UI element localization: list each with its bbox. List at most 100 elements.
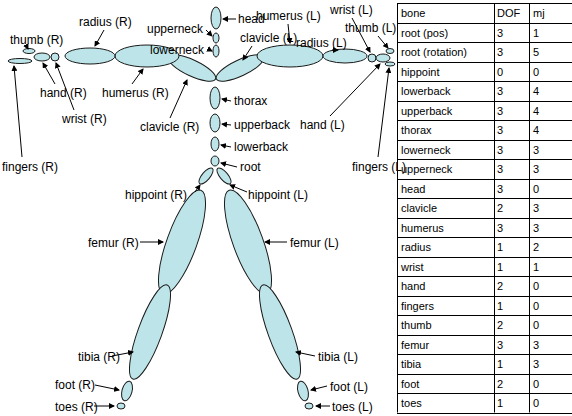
table-cell: foot: [401, 378, 419, 391]
table-cell: 3: [533, 222, 539, 235]
table-header: DOF: [497, 7, 520, 20]
table-header: mj: [533, 7, 545, 20]
bone-label: toes (L): [332, 400, 373, 414]
table-rule: [397, 374, 572, 375]
table-cell: 1: [533, 261, 539, 274]
bone-label: tibia (R): [78, 350, 120, 364]
table-rule: [397, 3, 398, 413]
table-cell: 3: [497, 144, 503, 157]
table-cell: thorax: [401, 124, 432, 137]
table-cell: upperback: [401, 105, 452, 118]
bone-label: toes (R): [55, 400, 98, 414]
bone-label: humerus (R): [102, 86, 169, 100]
table-rule: [529, 3, 530, 413]
table-cell: 3: [497, 27, 503, 40]
table-cell: 0: [533, 66, 539, 79]
bone-label: upperback: [234, 118, 290, 132]
bone-label: humerus (L): [256, 9, 321, 23]
table-cell: 0: [533, 300, 539, 313]
bone-label: radius (L): [296, 36, 347, 50]
table-cell: 4: [533, 124, 539, 137]
table-cell: 0: [533, 397, 539, 410]
table-rule: [397, 120, 572, 121]
table-cell: 3: [497, 339, 503, 352]
table-cell: thumb: [401, 319, 432, 332]
table-cell: 1: [497, 397, 503, 410]
table-cell: lowerback: [401, 85, 451, 98]
table-rule: [397, 315, 572, 316]
table-cell: 0: [533, 319, 539, 332]
bone-label: hippoint (L): [248, 188, 308, 202]
table-rule: [397, 42, 572, 43]
table-cell: 1: [497, 300, 503, 313]
table-cell: tibia: [401, 358, 421, 371]
bones: [8, 7, 395, 409]
table-cell: 3: [497, 163, 503, 176]
bone-label: hand (L): [300, 118, 345, 132]
table-cell: 2: [497, 319, 503, 332]
table-cell: 4: [533, 105, 539, 118]
bone-label: root: [240, 160, 261, 174]
table-cell: humerus: [401, 222, 444, 235]
table-cell: femur: [401, 339, 429, 352]
table-cell: 3: [497, 46, 503, 59]
table-cell: root (rotation): [401, 46, 467, 59]
table-cell: 3: [533, 358, 539, 371]
table-cell: 3: [497, 124, 503, 137]
bone-label: upperneck: [147, 22, 203, 36]
table-cell: radius: [401, 241, 431, 254]
table-cell: lowerneck: [401, 144, 451, 157]
table-rule: [397, 257, 572, 258]
table-rule: [397, 198, 572, 199]
bone-label: clavicle (R): [140, 120, 199, 134]
table-cell: fingers: [401, 300, 434, 313]
table-cell: 3: [533, 144, 539, 157]
table-cell: 2: [533, 241, 539, 254]
bone-label: femur (R): [88, 236, 139, 250]
bone-label: clavicle (L): [240, 31, 297, 45]
table-rule: [397, 218, 572, 219]
table-cell: clavicle: [401, 202, 437, 215]
table-cell: 1: [533, 27, 539, 40]
table-rule: [397, 354, 572, 355]
table-rule: [397, 101, 572, 102]
table-rule: [397, 276, 572, 277]
leader-lines: [14, 18, 389, 406]
table-cell: 1: [497, 241, 503, 254]
table-cell: root (pos): [401, 27, 448, 40]
bone-label: thumb (R): [10, 33, 63, 47]
table-rule: [397, 140, 572, 141]
table-cell: 3: [497, 105, 503, 118]
bone-label: hippoint (R): [125, 188, 187, 202]
table-cell: hand: [401, 280, 425, 293]
table-rule: [397, 335, 572, 336]
table-cell: 3: [497, 183, 503, 196]
bone-label: foot (L): [330, 380, 368, 394]
table-rule: [397, 3, 572, 4]
table-cell: 2: [497, 280, 503, 293]
table-cell: 0: [533, 280, 539, 293]
bone-label: lowerneck: [150, 43, 204, 57]
table-rule: [494, 3, 495, 413]
bone-label: wrist (R): [62, 112, 107, 126]
bone-label: lowerback: [234, 140, 288, 154]
bone-label: wrist (L): [330, 3, 373, 17]
table-cell: 3: [533, 202, 539, 215]
bone-label: foot (R): [55, 378, 95, 392]
table-cell: 1: [497, 358, 503, 371]
table-rule: [397, 393, 572, 394]
table-rule: [397, 179, 572, 180]
table-cell: 0: [533, 183, 539, 196]
bone-label: thumb (L): [345, 21, 396, 35]
table-header: bone: [401, 7, 425, 20]
table-cell: 2: [497, 378, 503, 391]
table-cell: 3: [533, 163, 539, 176]
bone-label: fingers (L): [352, 160, 406, 174]
table-cell: toes: [401, 397, 422, 410]
bone-label: fingers (R): [2, 160, 58, 174]
table-cell: 0: [533, 378, 539, 391]
table-rule: [397, 159, 572, 160]
table-cell: 4: [533, 85, 539, 98]
bone-label: radius (R): [79, 15, 132, 29]
table-rule: [397, 296, 572, 297]
